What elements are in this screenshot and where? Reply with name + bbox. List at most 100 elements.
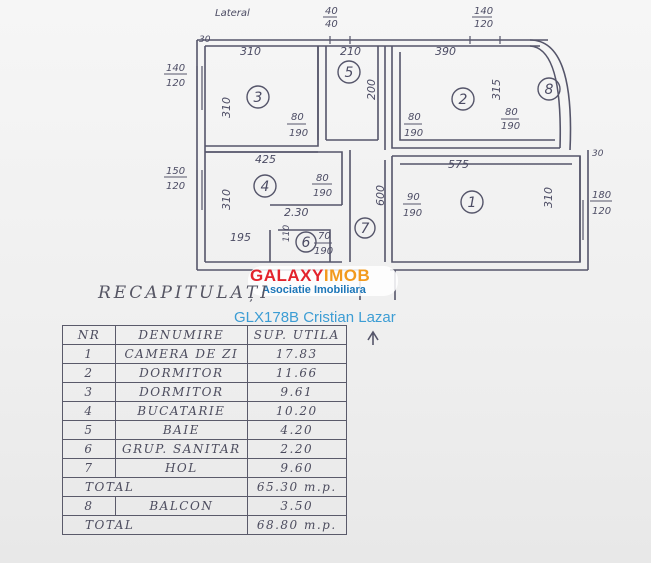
row-nr: 3 — [62, 382, 116, 402]
room-number-4: 4 — [261, 179, 270, 195]
hall-walls — [349, 150, 386, 262]
row-name: CAMERA DE ZI — [115, 344, 248, 364]
dim-room5-height: 200 — [365, 79, 378, 100]
subtotal-row: TOTAL 65.30 m.p. — [62, 477, 347, 497]
svg-text:120: 120 — [592, 206, 611, 217]
svg-text:190: 190 — [501, 121, 520, 132]
table-row: 4 BUCATARIE 10.20 — [62, 401, 347, 421]
recap-header-row: NR DENUMIRE SUP. UTILA — [62, 325, 347, 345]
svg-text:150: 150 — [166, 166, 185, 177]
dim-room2-width: 390 — [435, 45, 456, 58]
svg-text:70: 70 — [318, 231, 331, 242]
room1-walls — [391, 155, 581, 263]
room5-walls — [317, 46, 386, 150]
row-name: DORMITOR — [115, 382, 248, 402]
room-circle-3 — [246, 85, 270, 109]
dim-room6-left: 110 — [282, 225, 292, 242]
row-nr: 1 — [62, 344, 116, 364]
svg-text:190: 190 — [314, 246, 333, 257]
row-area: 10.20 — [246, 401, 347, 421]
room-circle-2 — [451, 87, 475, 111]
table-row: 2 DORMITOR 11.66 — [62, 363, 347, 383]
top-scribble: Lateral — [215, 8, 250, 19]
window-room4 — [196, 170, 203, 210]
svg-text:140: 140 — [166, 63, 185, 74]
total-row: TOTAL 68.80 m.p. — [62, 515, 347, 535]
row-nr: 6 — [62, 439, 116, 459]
dim-room3-width: 310 — [240, 45, 261, 58]
room-number-1: 1 — [468, 195, 477, 211]
row-area: 9.60 — [246, 458, 347, 478]
watermark-background — [248, 266, 398, 296]
recap-table: NR DENUMIRE SUP. UTILA 1 CAMERA DE ZI 17… — [62, 325, 347, 535]
row-area: 2.20 — [246, 439, 347, 459]
recap-title: RECAPITULAȚI — [98, 283, 270, 303]
dim-room4-bottom: 195 — [230, 231, 251, 244]
room-circle-8 — [537, 77, 561, 101]
table-row: 5 BAIE 4.20 — [62, 420, 347, 440]
row-nr: 5 — [62, 420, 116, 440]
svg-text:190: 190 — [313, 188, 332, 199]
room-number-7: 7 — [361, 221, 370, 237]
header-name: DENUMIRE — [115, 325, 248, 345]
room-number-2: 2 — [459, 92, 468, 108]
balcony-row: 8 BALCON 3.50 — [62, 496, 347, 516]
row-nr: 4 — [62, 401, 116, 421]
window-room1 — [582, 200, 589, 240]
svg-text:40: 40 — [325, 6, 338, 17]
row-area: 11.66 — [246, 363, 347, 383]
dim-room1-width: 575 — [448, 158, 469, 171]
row-name: BUCATARIE — [115, 401, 248, 421]
row-name: BALCON — [115, 496, 248, 516]
svg-text:80: 80 — [291, 112, 304, 123]
svg-text:190: 190 — [403, 208, 422, 219]
total-label: TOTAL — [62, 515, 248, 535]
svg-text:120: 120 — [166, 181, 185, 192]
room-number-5: 5 — [345, 65, 354, 81]
row-area: 3.50 — [246, 496, 347, 516]
room-circle-4 — [253, 174, 277, 198]
dim-room4-width: 425 — [255, 153, 276, 166]
watermark-subtitle: Asociatie Imobiliara — [262, 284, 366, 296]
header-area: SUP. UTILA — [246, 325, 347, 345]
watermark-logo: GALAXYIMOB — [250, 266, 371, 285]
svg-text:190: 190 — [289, 128, 308, 139]
row-name: GRUP. SANITAR — [115, 439, 248, 459]
svg-text:120: 120 — [474, 19, 493, 30]
row-name: DORMITOR — [115, 363, 248, 383]
dim-hall-length: 600 — [374, 185, 387, 206]
subtotal-label: TOTAL — [62, 477, 248, 497]
room-number-3: 3 — [254, 90, 263, 106]
row-nr: 2 — [62, 363, 116, 383]
svg-text:40: 40 — [325, 19, 338, 30]
svg-text:80: 80 — [408, 112, 421, 123]
room-circle-7 — [354, 217, 376, 239]
svg-text:140: 140 — [474, 6, 493, 17]
svg-text:90: 90 — [407, 192, 420, 203]
table-row: 1 CAMERA DE ZI 17.83 — [62, 344, 347, 364]
svg-text:80: 80 — [505, 107, 518, 118]
subtotal-value: 65.30 m.p. — [246, 477, 347, 497]
total-value: 68.80 m.p. — [246, 515, 347, 535]
north-arrow — [367, 330, 379, 345]
window-room3 — [196, 66, 203, 110]
table-row: 3 DORMITOR 9.61 — [62, 382, 347, 402]
dim-room5-width: 210 — [340, 45, 361, 58]
table-row: 7 HOL 9.60 — [62, 458, 347, 478]
window-top-marks — [329, 36, 501, 44]
row-name: BAIE — [115, 420, 248, 440]
dim-room1-height: 310 — [542, 187, 555, 208]
room-circle-1 — [460, 190, 484, 214]
room2-walls — [391, 46, 560, 149]
svg-text:120: 120 — [166, 78, 185, 89]
